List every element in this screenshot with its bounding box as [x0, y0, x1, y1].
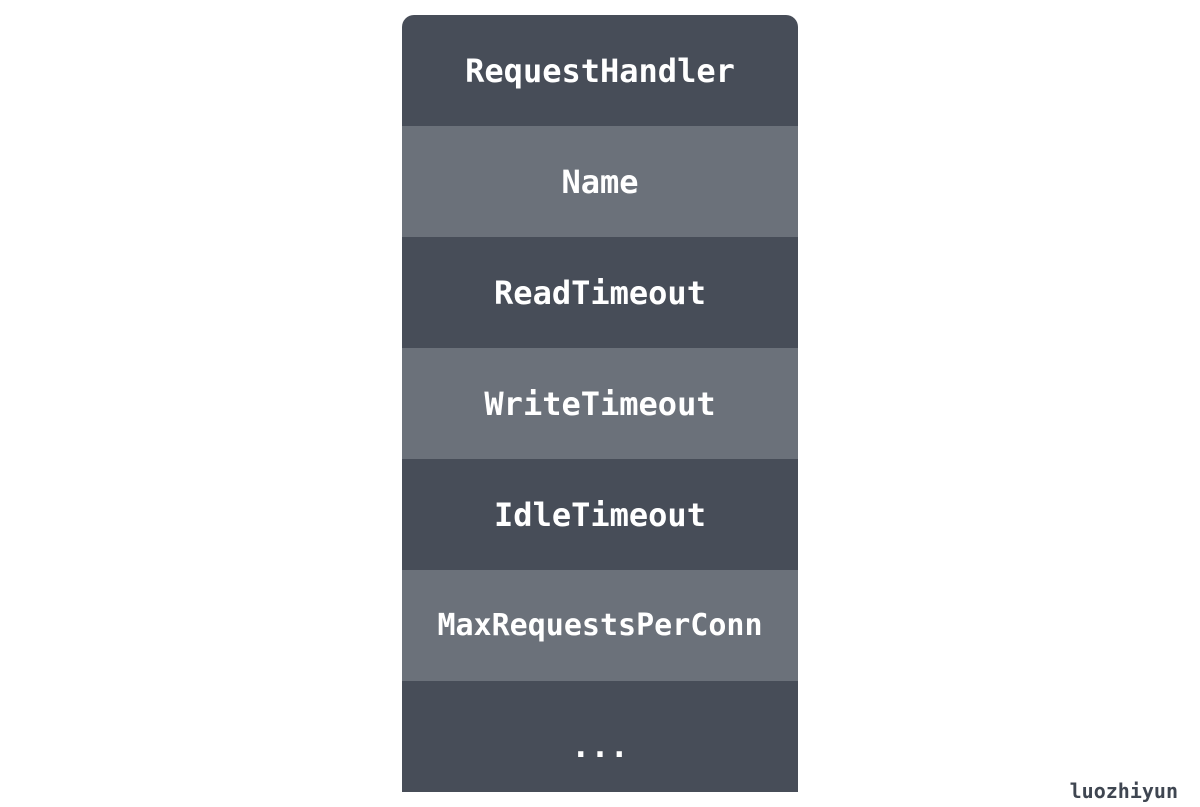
- field-label: WriteTimeout: [484, 384, 716, 423]
- field-label: IdleTimeout: [494, 495, 706, 534]
- struct-title: RequestHandler: [465, 51, 735, 90]
- field-row-name: Name: [402, 126, 798, 237]
- field-label: MaxRequestsPerConn: [437, 608, 763, 643]
- struct-title-row: RequestHandler: [402, 15, 798, 126]
- field-row-idle-timeout: IdleTimeout: [402, 459, 798, 570]
- struct-diagram: RequestHandler Name ReadTimeout WriteTim…: [402, 15, 798, 792]
- field-row-read-timeout: ReadTimeout: [402, 237, 798, 348]
- field-row-write-timeout: WriteTimeout: [402, 348, 798, 459]
- watermark: luozhiyun: [1069, 779, 1178, 803]
- field-row-ellipsis: ...: [402, 681, 798, 792]
- field-label: Name: [561, 162, 639, 201]
- field-label: ReadTimeout: [494, 273, 706, 312]
- field-row-max-requests-per-conn: MaxRequestsPerConn: [402, 570, 798, 681]
- field-label: ...: [571, 726, 629, 765]
